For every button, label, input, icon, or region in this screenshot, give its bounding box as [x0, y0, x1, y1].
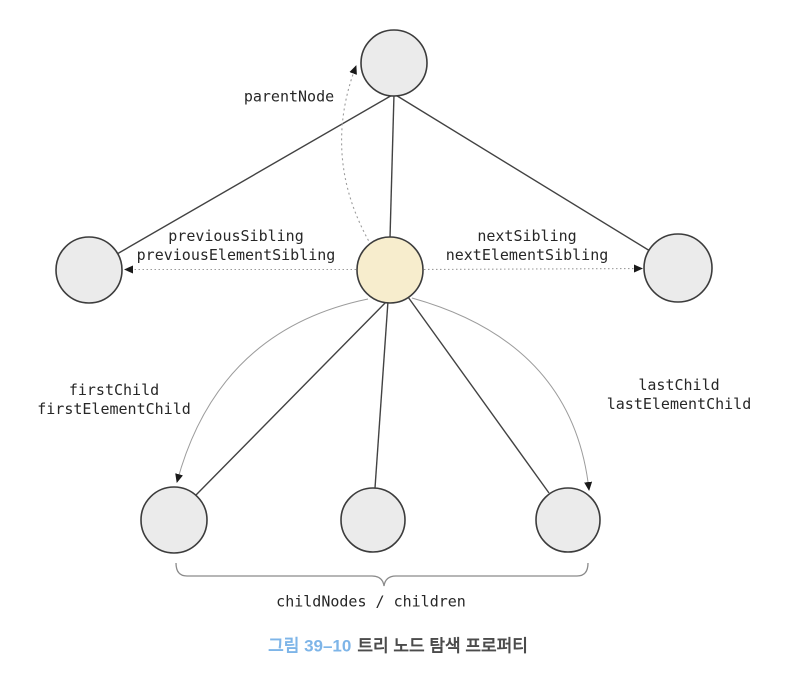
first-child-label-line2: firstElementChild [37, 400, 191, 418]
current-node-circle [356, 236, 424, 304]
parent-node-circle [360, 29, 428, 97]
previous-sibling-circle [55, 236, 123, 304]
last-child-label-line2: lastElementChild [606, 395, 752, 413]
next-sibling-label-line2: nextElementSibling [445, 246, 609, 264]
previous-sibling-label-line1: previousSibling [168, 227, 304, 245]
figure-number: 그림 39–10 [268, 636, 352, 656]
nodes [55, 29, 713, 554]
next-sibling-circle [643, 233, 713, 303]
parent-node-arrow [341, 65, 372, 246]
edge-current-to-middle-child [374, 300, 389, 489]
next-sibling-label: nextSibling nextElementSibling [446, 227, 609, 265]
last-child-arrow [411, 297, 593, 491]
next-sibling-arrow [423, 264, 643, 273]
previous-sibling-label-line2: previousElementSibling [136, 246, 336, 264]
edge-current-to-first-child [195, 299, 389, 496]
first-child-label-line1: firstChild [68, 381, 160, 399]
last-child-label: lastChild lastElementChild [607, 376, 752, 414]
parent-node-label: parentNode [243, 87, 335, 106]
first-child-label: firstChild firstElementChild [37, 381, 191, 419]
edge-parent-to-current [389, 93, 395, 239]
middle-child-circle [340, 487, 406, 553]
figure-caption-text: 트리 노드 탐색 프로퍼티 [357, 636, 528, 656]
next-sibling-label-line1: nextSibling [477, 227, 577, 245]
previous-sibling-label: previousSibling previousElementSibling [137, 227, 336, 265]
children-brace [175, 562, 589, 587]
last-child-label-line1: lastChild [638, 376, 720, 394]
first-child-arrow [175, 298, 369, 483]
edge-parent-to-left-sibling [116, 93, 395, 255]
last-child-circle [535, 487, 601, 553]
first-child-circle [140, 486, 208, 554]
children-group-label: childNodes / children [276, 592, 466, 611]
tree-edges [116, 93, 651, 496]
edge-current-to-last-child [407, 296, 550, 494]
edge-parent-to-right-sibling [393, 93, 651, 252]
